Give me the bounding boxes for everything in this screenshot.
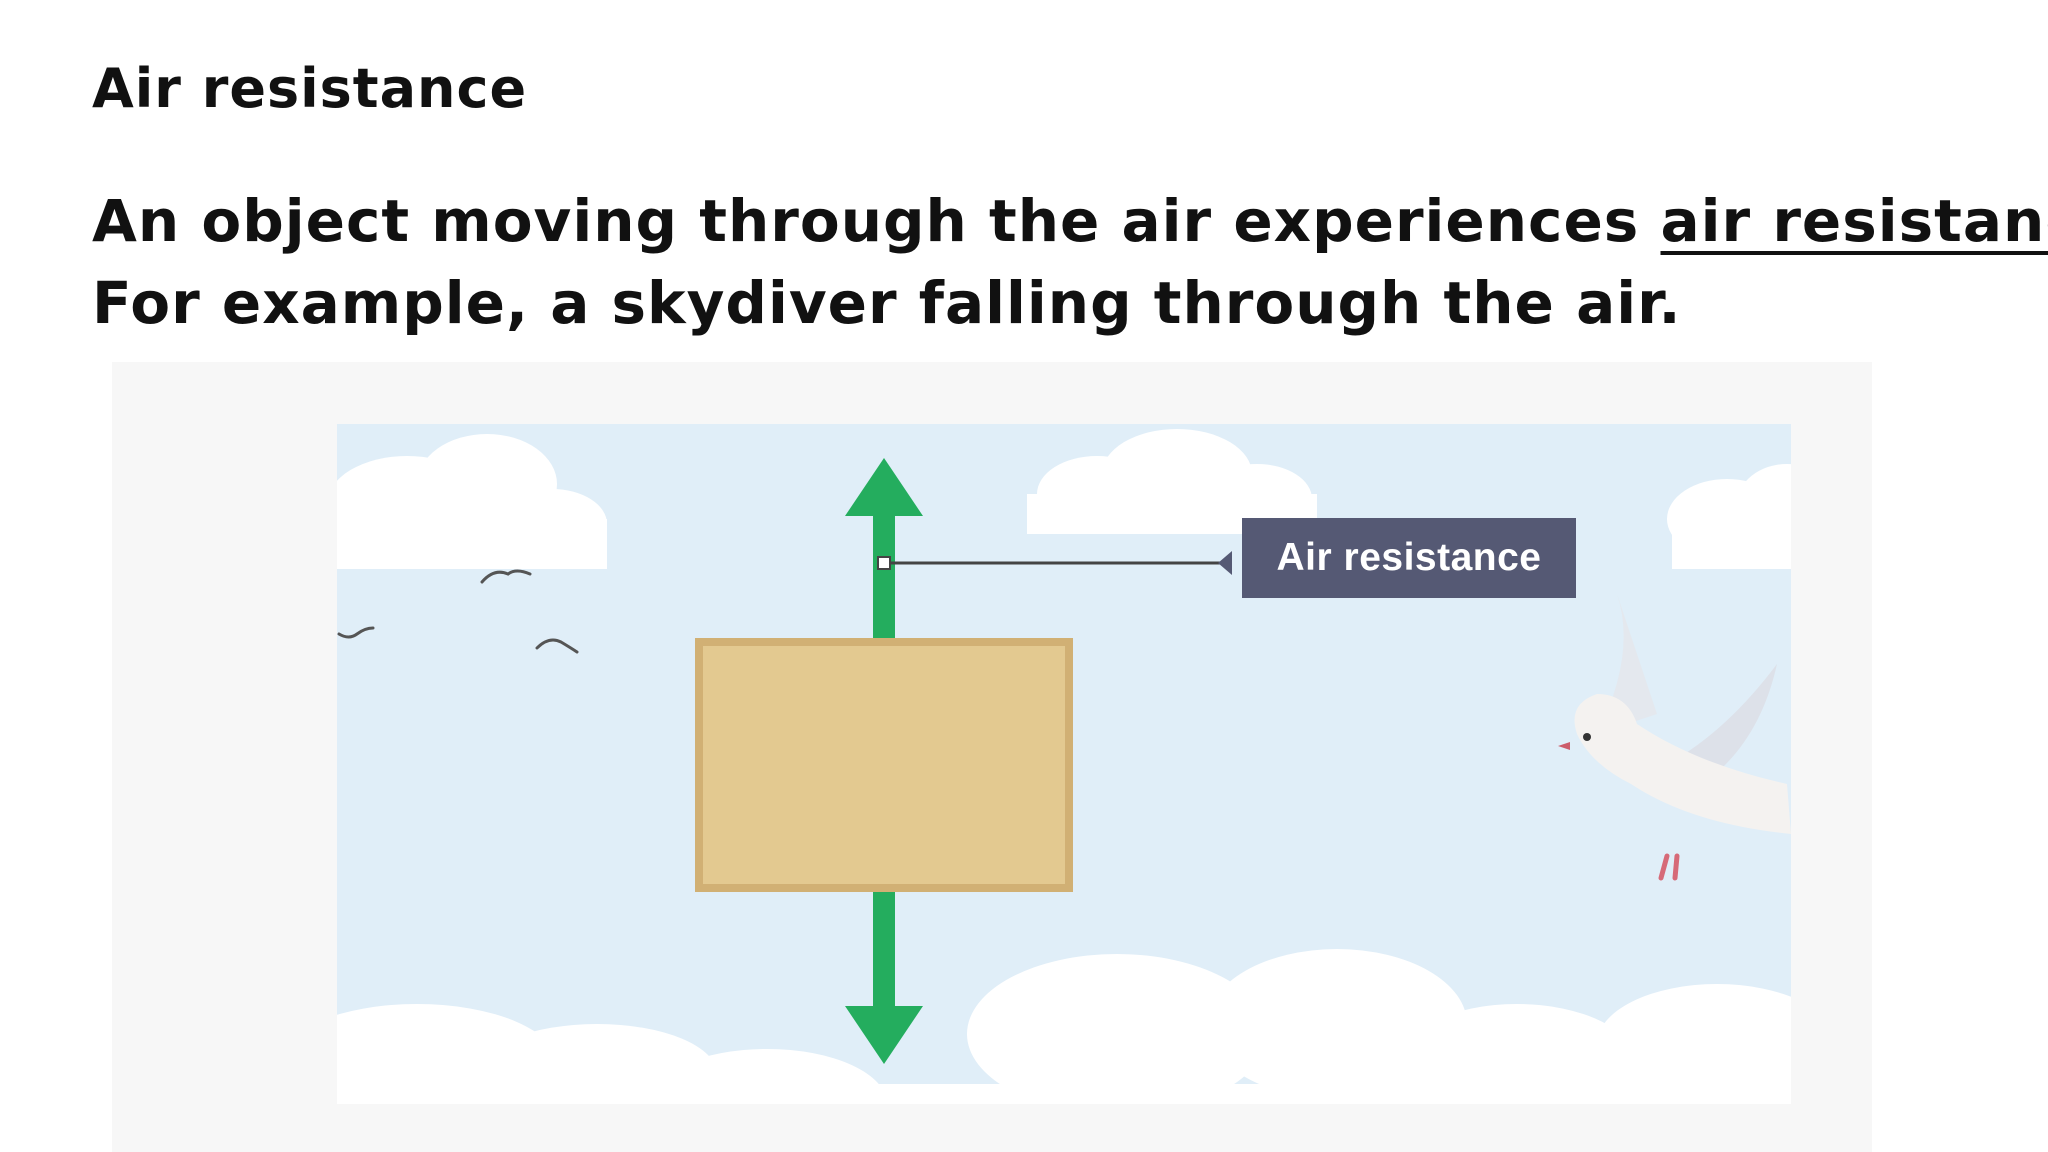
cloud-icon xyxy=(337,949,1791,1104)
bird-icon xyxy=(337,569,579,654)
body-line-2: For example, a skydiver falling through … xyxy=(92,269,1682,337)
key-term: air resistance xyxy=(1660,187,2048,255)
label-leader-line xyxy=(877,551,1232,575)
down-arrow-icon xyxy=(845,880,923,1064)
falling-object xyxy=(695,638,1073,892)
body-line-1-prefix: An object moving through the air experie… xyxy=(92,187,1661,255)
body-line-1: An object moving through the air experie… xyxy=(92,180,2048,262)
cloud-icon xyxy=(337,434,607,569)
air-resistance-label: Air resistance xyxy=(1242,518,1576,598)
body-text: An object moving through the air experie… xyxy=(92,180,2048,344)
dove-icon xyxy=(1558,594,1791,881)
slide-title: Air resistance xyxy=(92,57,528,120)
up-arrow-icon xyxy=(845,458,923,642)
cloud-icon xyxy=(1667,464,1791,569)
